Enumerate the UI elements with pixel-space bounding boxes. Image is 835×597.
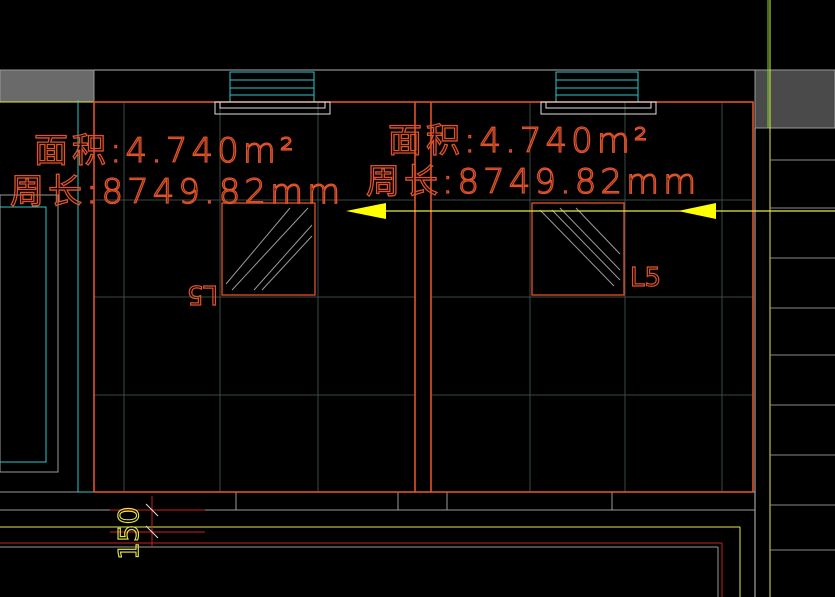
room-1-perimeter-label: 周长:8749.82mm: [10, 172, 344, 212]
dimension-tick-2: [145, 525, 159, 539]
arrow-left-2[interactable]: [678, 203, 716, 219]
right-wall-ticks: [770, 159, 835, 551]
wall-block-left: [0, 69, 95, 103]
room-2-shaft: [531, 202, 625, 296]
left-room-outer: [0, 194, 59, 473]
dimension-value: 150: [112, 507, 145, 560]
wall-block-right: [754, 69, 835, 129]
room-2-grid: [431, 102, 753, 492]
room-1-area-label: 面积:4.740m²: [34, 131, 298, 171]
room-2[interactable]: [430, 71, 754, 493]
dimension-tick-1: [145, 503, 159, 517]
room-2-tag: L5: [630, 263, 661, 293]
left-room-inner: [0, 206, 47, 463]
dimension-150[interactable]: 150: [110, 496, 205, 561]
room-1[interactable]: [93, 71, 416, 493]
room-1-tag: L5: [187, 279, 218, 309]
room-1-grid: [94, 102, 415, 492]
room-2-area-label: 面积:4.740m²: [388, 121, 652, 161]
room-2-perimeter-label: 周长:8749.82mm: [366, 162, 700, 202]
room-2-window: [540, 71, 657, 115]
room-1-window: [214, 71, 331, 115]
arrow-left-1[interactable]: [346, 203, 386, 219]
room-1-shaft: [221, 202, 316, 296]
